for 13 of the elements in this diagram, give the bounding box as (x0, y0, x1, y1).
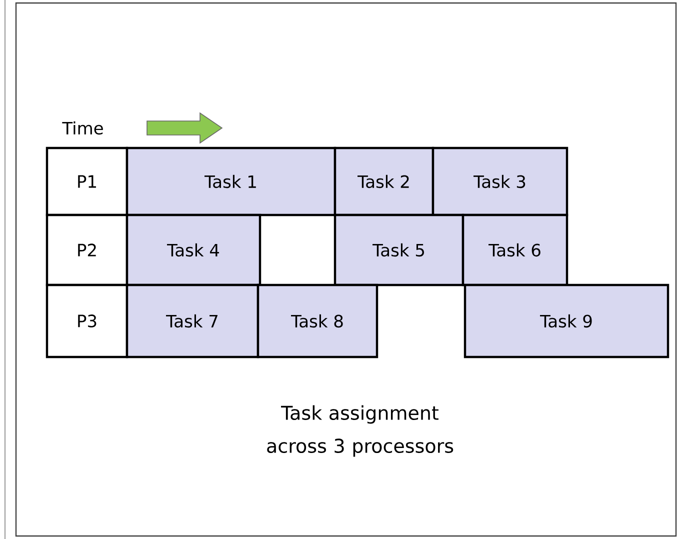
processor-label-box: P3 (46, 284, 128, 358)
task-box: Task 2 (334, 146, 434, 216)
task-box: Task 4 (126, 214, 262, 286)
task-box: Task 3 (432, 146, 568, 216)
task-box: Task 8 (256, 284, 378, 358)
processor-label-box: P2 (46, 214, 128, 286)
task-box: Task 6 (462, 214, 568, 286)
task-box: Task 9 (464, 284, 670, 358)
axis-label: Time (62, 121, 103, 135)
task-box: Task 7 (126, 284, 260, 358)
caption: Task assignment across 3 processors (267, 405, 454, 457)
processor-label-box: P1 (46, 146, 128, 216)
task-box: Task 5 (334, 214, 464, 286)
